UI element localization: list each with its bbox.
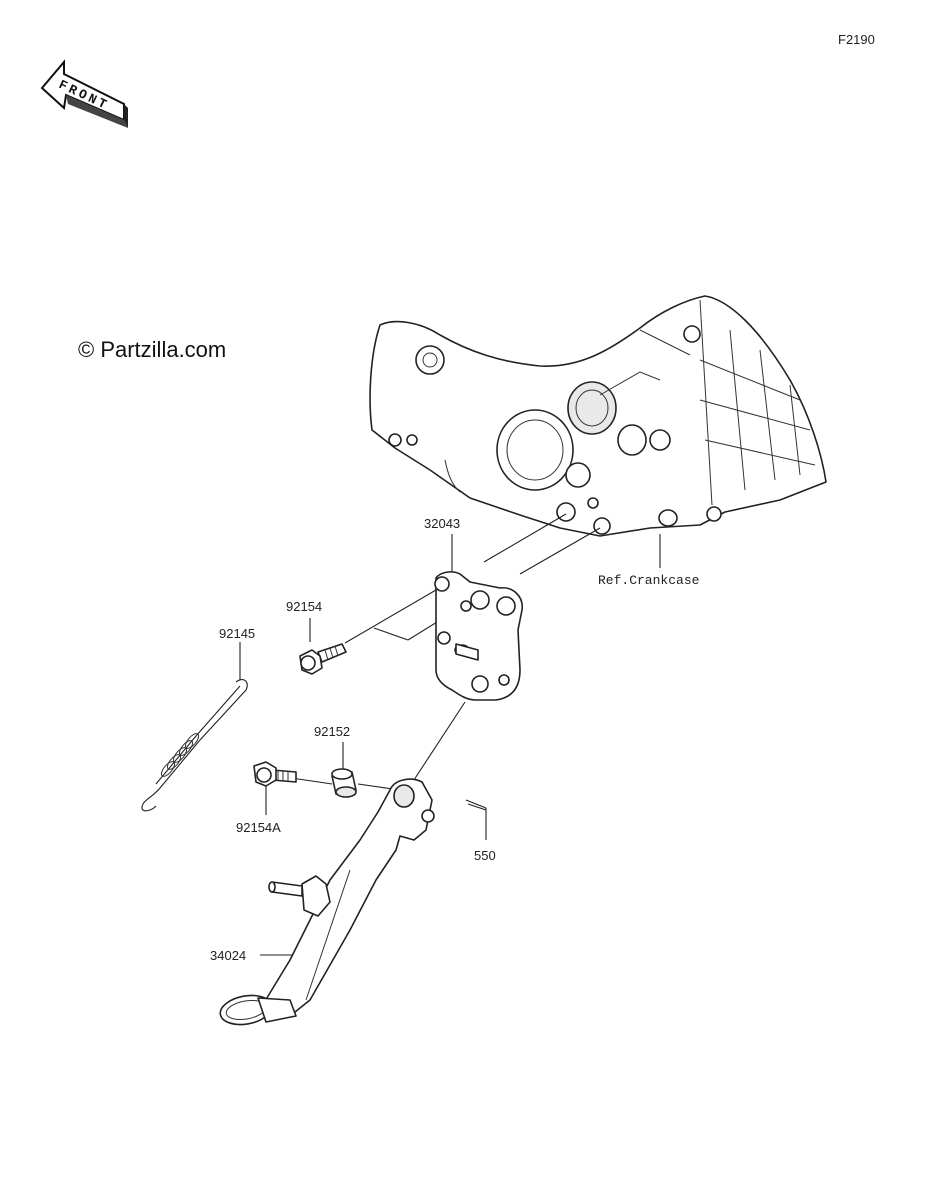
bracket-32043 bbox=[434, 571, 523, 701]
diagram-code: F2190 bbox=[838, 32, 875, 47]
bolt-92154 bbox=[299, 643, 347, 675]
pin-550 bbox=[465, 799, 487, 811]
crankcase-drawing bbox=[369, 295, 827, 537]
label-34024: 34024 bbox=[210, 948, 246, 963]
label-550: 550 bbox=[474, 848, 496, 863]
bolt-92154a bbox=[253, 761, 297, 787]
leader-lines bbox=[239, 513, 661, 956]
spring-92145 bbox=[141, 679, 248, 812]
label-92154: 92154 bbox=[286, 599, 322, 614]
label-92154a: 92154A bbox=[236, 820, 281, 835]
copyright-text: © Partzilla.com bbox=[78, 337, 226, 362]
label-92145: 92145 bbox=[219, 626, 255, 641]
front-arrow-icon: FRONT bbox=[40, 59, 128, 128]
side-stand-34024 bbox=[219, 778, 435, 1026]
label-ref-crankcase: Ref.Crankcase bbox=[598, 573, 699, 588]
collar-92152 bbox=[331, 768, 357, 798]
label-32043: 32043 bbox=[424, 516, 460, 531]
label-92152: 92152 bbox=[314, 724, 350, 739]
